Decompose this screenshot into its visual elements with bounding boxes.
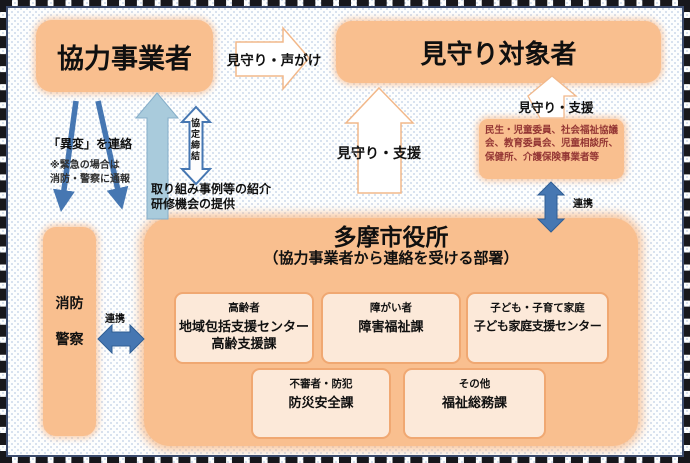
fire-police-box: 消防 警察 bbox=[43, 227, 96, 436]
watched-persons-label: 見守り対象者 bbox=[420, 38, 577, 69]
dept-disabled-box: 障がい者 障害福祉課 bbox=[321, 292, 461, 364]
police-label: 警察 bbox=[55, 330, 84, 347]
watch-support-center-label: 見守り・支援 bbox=[337, 145, 421, 161]
dept-suspicious-category: 不審者・防犯 bbox=[289, 378, 353, 390]
case-examples-label: 取り組み事例等の紹介 研修機会の提供 bbox=[151, 182, 272, 211]
city-hall-title: 多摩市役所 bbox=[333, 224, 449, 250]
dept-elderly-name: 地域包括支援センター 高齢支援課 bbox=[178, 319, 309, 351]
dept-suspicious-box: 不審者・防犯 防災安全課 bbox=[251, 368, 391, 439]
agreement-label: 協定締結 bbox=[190, 118, 200, 162]
cooperation-left-label: 連携 bbox=[105, 314, 125, 325]
city-hall-subtitle: （協力事業者から連絡を受ける部署） bbox=[263, 250, 519, 268]
community-organizations-label: 民生・児童委員、社会福祉協議会、教育委員会、児童相談所、保健所、介護保険事業者等 bbox=[485, 125, 619, 163]
watch-support-center-arrow-icon bbox=[344, 86, 415, 194]
dept-children-category: 子ども・子育て家庭 bbox=[490, 302, 585, 314]
dept-other-box: その他 福祉総務課 bbox=[403, 368, 546, 439]
fire-label: 消防 bbox=[55, 294, 84, 311]
dept-elderly-box: 高齢者 地域包括支援センター 高齢支援課 bbox=[174, 292, 314, 364]
dept-suspicious-name: 防災安全課 bbox=[288, 395, 354, 410]
dept-children-name: 子ども家庭支援センター bbox=[473, 319, 602, 333]
watch-callout-label: 見守り・声がけ bbox=[226, 53, 322, 68]
watch-support-right-label: 見守り・支援 bbox=[518, 101, 594, 115]
dept-other-name: 福祉総務課 bbox=[441, 395, 507, 410]
emergency-note-label: ※緊急の場合は 消防・警察に通報 bbox=[50, 160, 130, 185]
dept-children-box: 子ども・子育て家庭 子ども家庭支援センター bbox=[466, 292, 609, 364]
dept-other-category: その他 bbox=[458, 378, 491, 390]
community-organizations-box: 民生・児童委員、社会福祉協議会、教育委員会、児童相談所、保健所、介護保険事業者等 bbox=[479, 119, 624, 179]
cooperation-left-arrow-icon bbox=[97, 323, 145, 355]
cooperating-businesses-label: 協力事業者 bbox=[57, 43, 192, 74]
dept-disabled-name: 障害福祉課 bbox=[358, 319, 424, 334]
report-abnormality-label: 「異変」を連絡 bbox=[48, 137, 133, 151]
dept-disabled-category: 障がい者 bbox=[370, 302, 412, 314]
city-hall-box: 多摩市役所 （協力事業者から連絡を受ける部署） 高齢者 地域包括支援センター 高… bbox=[144, 218, 638, 446]
cooperating-businesses-box: 協力事業者 bbox=[36, 20, 213, 92]
dept-elderly-category: 高齢者 bbox=[228, 302, 260, 314]
watched-persons-box: 見守り対象者 bbox=[336, 21, 661, 83]
cooperation-right-label: 連携 bbox=[573, 199, 593, 210]
